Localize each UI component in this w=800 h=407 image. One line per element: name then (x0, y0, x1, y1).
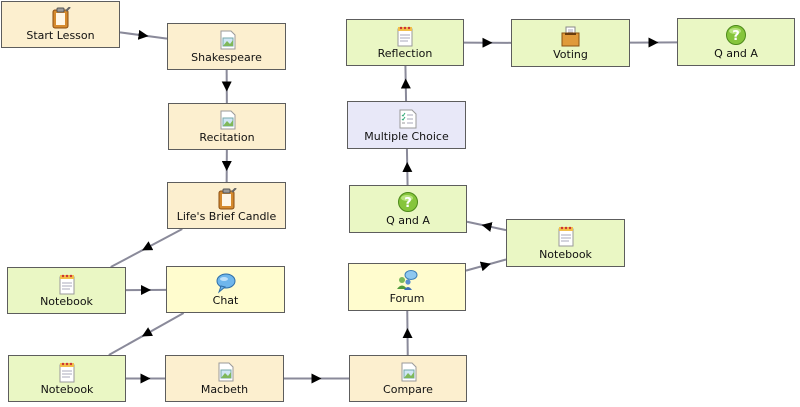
notepad-icon (56, 273, 78, 295)
question-mark-icon: ? (397, 191, 419, 213)
image-page-icon (216, 29, 238, 51)
activity-label: Forum (389, 292, 425, 305)
activity-voting[interactable]: Voting (511, 19, 630, 67)
transition-line-mc-to-reflection (404, 65, 408, 102)
activity-multiple-choice[interactable]: Multiple Choice (347, 101, 466, 149)
activity-label: Recitation (199, 131, 255, 144)
transition-line-start-to-shake (119, 31, 168, 40)
activity-label: Shakespeare (191, 51, 262, 64)
notepad-icon (56, 361, 78, 383)
notepad-icon (555, 225, 577, 247)
activity-notebook[interactable]: Notebook (506, 219, 625, 267)
activity-label: Compare (383, 383, 433, 396)
image-page-icon (214, 361, 236, 383)
activity-reflection[interactable]: Reflection (346, 19, 464, 66)
activity-label: Macbeth (200, 383, 249, 396)
transition-line-chat-to-nb2 (108, 312, 185, 356)
activity-recitation[interactable]: Recitation (168, 103, 286, 150)
activity-label: Reflection (377, 47, 433, 60)
activity-label: Notebook (40, 383, 94, 396)
activity-forum[interactable]: Forum (348, 263, 466, 311)
forum-users-icon (396, 269, 418, 291)
activity-shakespeare[interactable]: Shakespeare (167, 23, 286, 70)
activity-label: Voting (553, 48, 588, 61)
clipboard-icon (216, 188, 238, 210)
activity-compare[interactable]: Compare (349, 355, 467, 402)
svg-text:?: ? (732, 29, 740, 44)
activity-macbeth[interactable]: Macbeth (165, 355, 284, 402)
transition-line-qa1-to-mc (405, 148, 409, 186)
activity-label: Start Lesson (26, 29, 95, 42)
transition-line-brief-to-nb1 (110, 228, 183, 268)
image-page-icon (397, 361, 419, 383)
image-page-icon (216, 109, 238, 131)
transition-line-forum-to-nb3 (465, 258, 507, 272)
activity-chat[interactable]: Chat (166, 266, 285, 313)
activity-start-lesson[interactable]: Start Lesson (1, 1, 120, 48)
ballot-box-icon (560, 25, 582, 47)
activity-label: Life's Brief Candle (176, 210, 277, 223)
activity-label: Notebook (40, 295, 93, 308)
activity-notebook[interactable]: Notebook (8, 355, 126, 402)
notepad-icon (394, 25, 416, 47)
activity-label: Q and A (714, 47, 758, 60)
activity-label: Q and A (386, 214, 430, 227)
clipboard-icon (50, 7, 72, 29)
activity-label: Multiple Choice (364, 130, 449, 143)
activity-lifes-brief-candle[interactable]: Life's Brief Candle (167, 182, 286, 229)
transition-line-nb3-to-qa1 (466, 220, 507, 232)
activity-notebook[interactable]: Notebook (7, 267, 126, 314)
activity-q-and-a[interactable]: ? Q and A (677, 18, 795, 66)
activity-q-and-a[interactable]: ? Q and A (349, 185, 467, 233)
question-mark-icon: ? (725, 24, 747, 46)
speech-bubble-icon (215, 272, 237, 294)
svg-text:?: ? (404, 196, 412, 211)
activity-label: Chat (212, 294, 239, 307)
activity-label: Notebook (539, 248, 592, 261)
checklist-page-icon (396, 107, 418, 129)
